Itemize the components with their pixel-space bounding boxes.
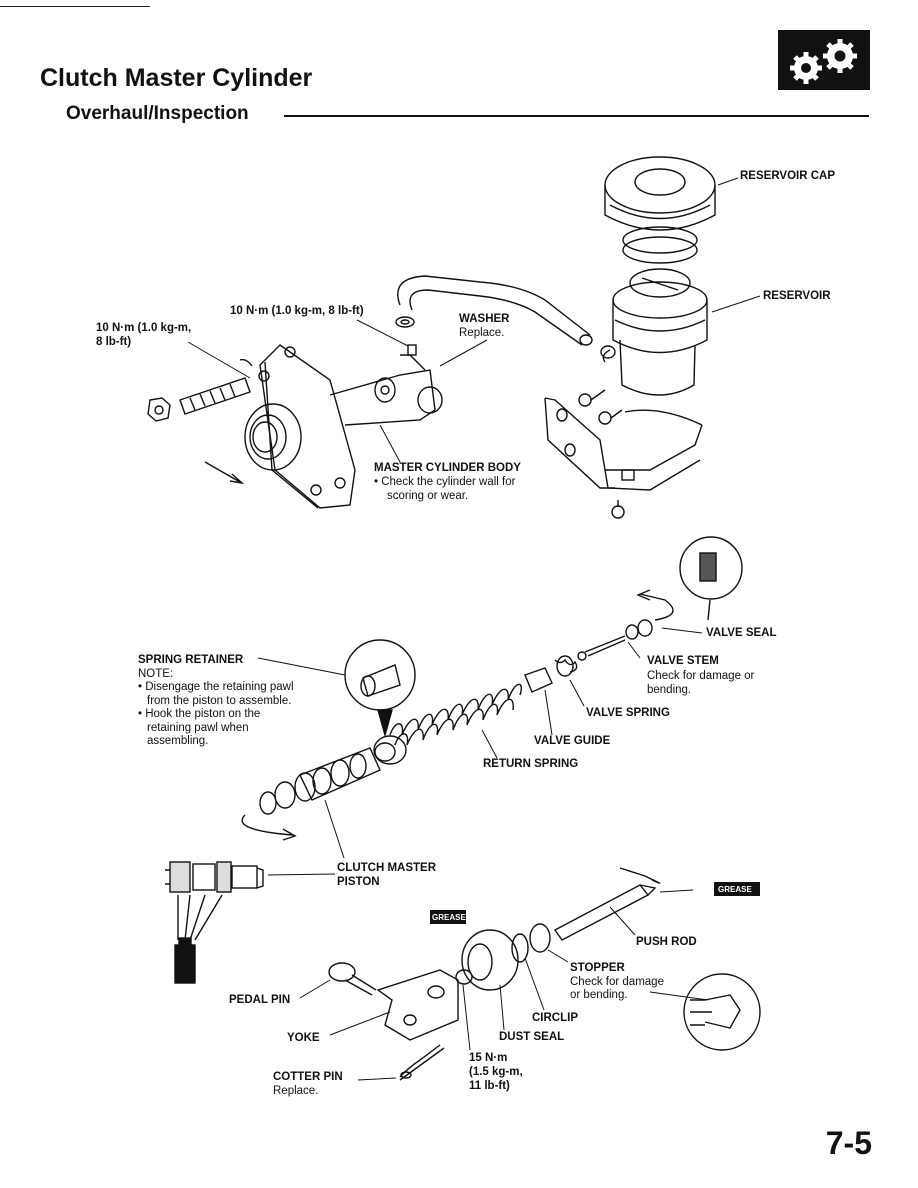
bolt-drawing — [147, 377, 251, 422]
label-dust-seal: DUST SEAL — [499, 1031, 565, 1043]
label-torque-bottom-2: (1.5 kg-m, — [469, 1066, 523, 1078]
label-pedal-pin: PEDAL PIN — [229, 994, 291, 1006]
label-valve-stem-note-2: bending. — [647, 684, 692, 696]
label-washer-note: Replace. — [459, 327, 505, 339]
subtitle-rule — [284, 115, 869, 117]
label-valve-stem-note-1: Check for damage or — [647, 670, 755, 682]
label-cotter-pin: COTTER PIN — [273, 1071, 343, 1083]
label-circlip: CIRCLIP — [532, 1012, 578, 1024]
washer-drawing — [395, 316, 616, 359]
grease-tube-icon: GREASE GREASE — [430, 882, 760, 924]
piston-assembly-drawing — [241, 589, 674, 841]
label-torque-left-2: 8 lb-ft) — [96, 336, 132, 348]
page-subtitle: Overhaul/Inspection — [66, 103, 249, 124]
label-valve-spring: VALVE SPRING — [586, 707, 670, 719]
label-torque-bottom-1: 15 N·m — [469, 1052, 508, 1064]
label-clutch-piston-2: PISTON — [337, 876, 380, 888]
bracket-drawing — [544, 389, 703, 519]
note-item: • Disengage the retaining pawl from the … — [138, 681, 294, 707]
page-number: 7-5 — [825, 1125, 872, 1161]
label-master-body-note-2: scoring or wear. — [387, 490, 469, 502]
label-stopper: STOPPER — [570, 962, 625, 974]
label-valve-guide: VALVE GUIDE — [534, 735, 611, 747]
label-washer: WASHER — [459, 313, 510, 325]
label-master-body: MASTER CYLINDER BODY — [374, 462, 521, 474]
reservoir-drawing — [602, 268, 708, 396]
label-valve-seal: VALVE SEAL — [706, 627, 777, 639]
label-push-rod: PUSH ROD — [636, 936, 697, 948]
label-reservoir-cap: RESERVOIR CAP — [740, 170, 836, 182]
label-stopper-note-1: Check for damage — [570, 976, 664, 988]
master-cylinder-body-drawing — [239, 344, 443, 509]
label-valve-stem: VALVE STEM — [647, 655, 719, 667]
label-torque-bottom-3: 11 lb-ft) — [469, 1080, 510, 1092]
label-return-spring: RETURN SPRING — [483, 758, 579, 770]
reservoir-cap-drawing — [604, 156, 716, 264]
label-yoke: YOKE — [287, 1032, 320, 1044]
gears-icon — [778, 30, 870, 90]
label-cotter-pin-note: Replace. — [273, 1085, 319, 1097]
label-clutch-piston-1: CLUTCH MASTER — [337, 862, 437, 874]
label-torque-upper: 10 N·m (1.0 kg-m, 8 lb-ft) — [230, 305, 364, 317]
note-item: • Hook the piston on the retaining pawl … — [138, 708, 261, 747]
leader-lines — [187, 177, 761, 1081]
label-reservoir: RESERVOIR — [763, 290, 831, 302]
label-torque-left-1: 10 N·m (1.0 kg-m, — [96, 322, 192, 334]
spring-retainer-note: SPRING RETAINER NOTE: • Disengage the re… — [138, 654, 298, 749]
top-rule — [0, 6, 150, 7]
hose-drawing — [397, 275, 593, 346]
push-rod-drawing — [328, 867, 761, 1081]
svg-text:GREASE: GREASE — [718, 885, 752, 894]
label-stopper-note-2: or bending. — [570, 989, 628, 1001]
piston-detail-drawing — [165, 861, 264, 984]
svg-text:GREASE: GREASE — [432, 913, 466, 922]
label-spring-retainer: SPRING RETAINER — [138, 654, 244, 666]
label-note: NOTE: — [138, 667, 174, 680]
label-master-body-note-1: • Check the cylinder wall for — [374, 476, 516, 488]
page-title: Clutch Master Cylinder — [40, 64, 313, 92]
